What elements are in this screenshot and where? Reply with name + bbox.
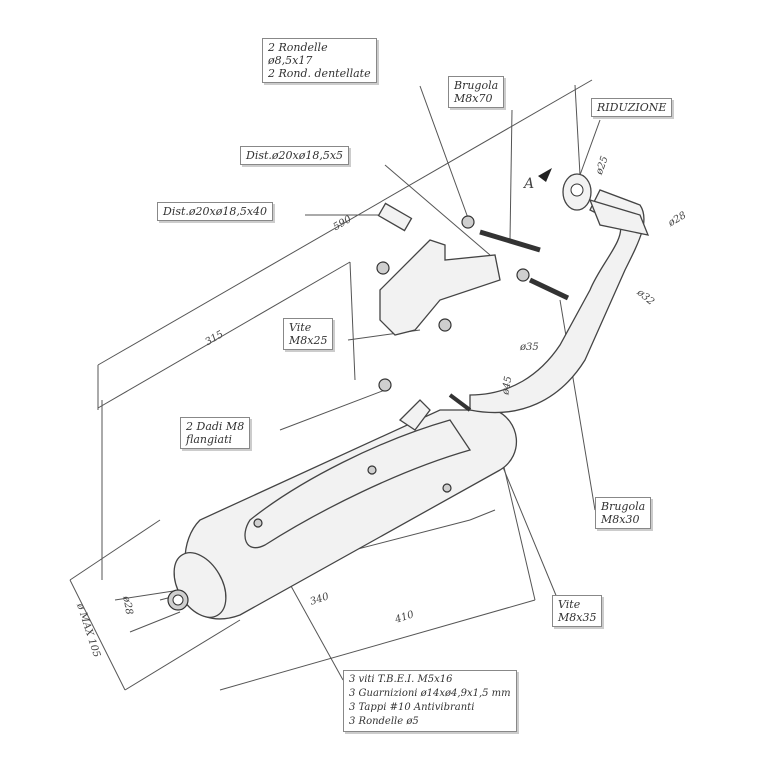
label-kit: 3 viti T.B.E.I. M5x16 3 Guarnizioni ø14x… [343, 670, 517, 732]
view-a-label: A [524, 176, 535, 192]
header-pipe [469, 173, 650, 414]
label-vite-m8x35: Vite M8x35 [552, 595, 603, 627]
view-arrow-icon [538, 168, 552, 182]
muffler [167, 409, 517, 620]
dim-35: ø35 [520, 342, 539, 353]
label-vite-m8x25: Vite M8x25 [283, 318, 334, 350]
bracket [376, 168, 570, 431]
label-riduzione: RIDUZIONE [591, 98, 673, 117]
label-brugola-m8x30: Brugola M8x30 [595, 497, 652, 529]
label-dist-5: Dist.ø20xø18,5x5 [240, 146, 350, 165]
label-dadi: 2 Dadi M8 flangiati [180, 417, 251, 449]
dimension-lines [69, 79, 593, 691]
label-brugola-m8x70: Brugola M8x70 [448, 76, 505, 108]
label-dist-40: Dist.ø20xø18,5x40 [157, 202, 274, 221]
label-rondelle: 2 Rondelle ø8,5x17 2 Rond. dentellate [262, 38, 377, 83]
